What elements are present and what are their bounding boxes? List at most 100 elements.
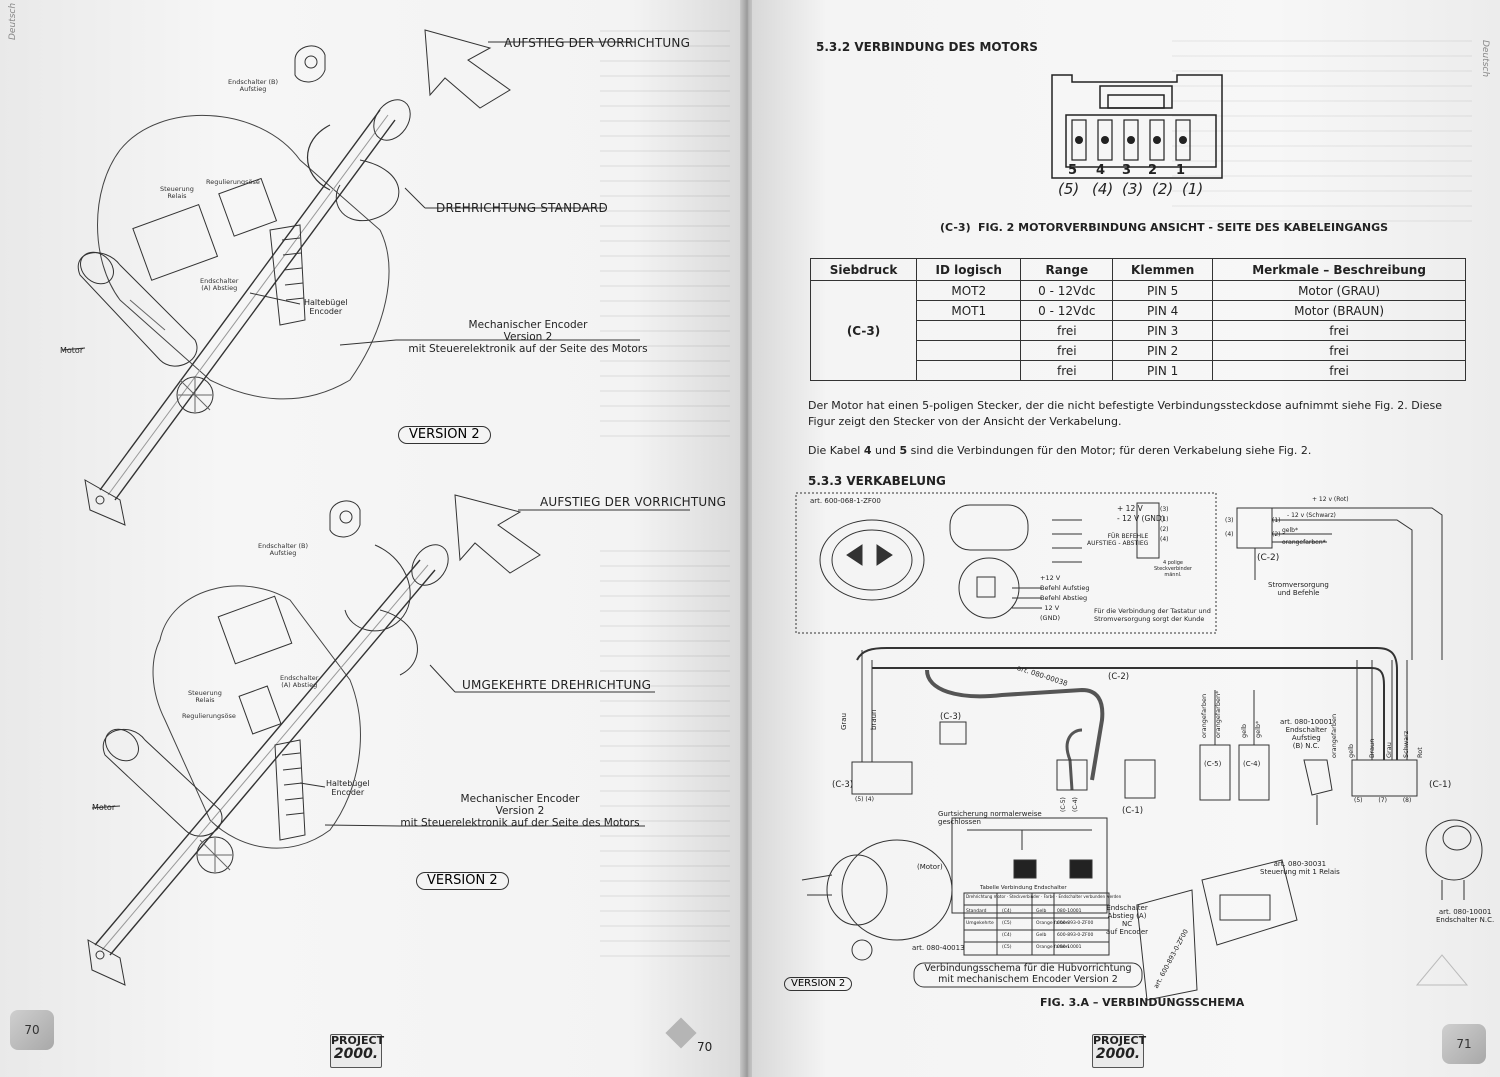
label-motor: Motor [92, 803, 116, 812]
label-wire-orange-star: orangefarben* [1214, 690, 1222, 738]
label-wire-gelb: gelb* [1282, 527, 1298, 534]
paragraph-motor-cables: Die Kabel 4 und 5 sind die Verbindungen … [808, 444, 1312, 457]
label-wire-braun: Braun [1368, 738, 1376, 758]
label-keypad-article: art. 600-068-1-ZF00 [810, 497, 881, 505]
label-wire-orange: orangefarben [1200, 693, 1208, 738]
label-c2-pins-left: (3) (4) [1225, 517, 1234, 538]
version-badge: VERSION 2 [784, 977, 853, 991]
label-wire-rot: Rot [1416, 747, 1424, 758]
mini-table-col2: (C4) (C5) (C4) (C5) [1002, 909, 1012, 950]
project-2000-logo: PROJECT 2000. [1092, 1034, 1146, 1068]
label-c1-mid: (C-1) [1122, 806, 1144, 816]
mini-table-col1: Standard Umgekehrte [966, 909, 994, 926]
label-supply-pins: (3) (1) (2) (4) [1160, 506, 1169, 543]
label-aufstieg-vorrichtung: AUFSTIEG DER VORRICHTUNG [540, 495, 727, 509]
column-header: Klemmen [1112, 258, 1214, 281]
paragraph-motor-connector: Der Motor hat einen 5-poligen Stecker, d… [808, 399, 1442, 428]
mini-table-col4: 080-10001 600-893-0-ZF00 600-893-0-ZF00 … [1057, 909, 1094, 950]
label-wire-grau: Grau [840, 712, 848, 730]
label-endschalter-a: Endschalter (A) Abstieg [280, 674, 319, 689]
pin-label: 3 [1122, 163, 1132, 178]
bleed-through-text [600, 30, 730, 450]
label-steuerung-relais: Steuerung Relais [160, 185, 194, 200]
pin-label: 4 [1096, 163, 1106, 178]
label-wire-gelb: gelb [1240, 723, 1248, 738]
figure-caption: FIG. 3.A – VERBINDUNGSSCHEMA [1040, 996, 1245, 1009]
table-row: frei PIN 3 frei [811, 320, 1466, 341]
label-endschalter-b: Endschalter (B) Aufstieg [228, 78, 279, 93]
section-heading-532: 5.3.2 VERBINDUNG DES MOTORS [816, 40, 1038, 54]
table-cell: frei [1020, 320, 1114, 341]
label-stromversorgung: Stromversorgung und Befehle [1268, 581, 1329, 597]
label-wire-rot: + 12 v (Rot) [1312, 496, 1349, 503]
pin-paren-label: (4) [1092, 180, 1114, 198]
label-mechanischer-encoder: Mechanischer Encoder Version 2 mit Steue… [408, 319, 648, 355]
label-wire-schwarz: Schwarz [1402, 730, 1410, 758]
label-haltebuegel: Haltebügel Encoder [304, 298, 348, 316]
mini-table-headers: Drehrichtung motor · Steckverbinder · Fa… [966, 894, 1122, 899]
label-motor: Motor [60, 346, 84, 355]
label-drehrichtung-standard: DREHRICHTUNG STANDARD [436, 201, 608, 215]
label-wire-gelb-star: gelb* [1254, 720, 1262, 738]
label-regulierungsoese: Regulierungsöse [182, 712, 236, 720]
label-wire-braun: braun [870, 709, 878, 730]
page-number-badge: 70 [10, 1010, 54, 1050]
pin-label: 1 [1176, 163, 1186, 178]
table-cell: frei [1212, 360, 1466, 381]
pin-label: 2 [1148, 163, 1158, 178]
table-cell: frei [1020, 340, 1114, 361]
label-c2-mid: (C-2) [1108, 672, 1130, 682]
label-steuerung-relais: Steuerung Relais [188, 689, 222, 704]
table-cell: MOT1 [916, 300, 1022, 321]
table-cell: Motor (BRAUN) [1212, 300, 1466, 321]
label-regulierungsoese: Regulierungsöse [206, 178, 260, 186]
table-cell: PIN 5 [1112, 280, 1214, 301]
motor-connection-table: Siebdruck ID logisch Range Klemmen Merkm… [809, 258, 1466, 381]
label-befehle: FÜR BEFEHLE AUFSTIEG - ABSTIEG [1087, 533, 1149, 547]
section-heading-533: 5.3.3 VERKABELUNG [808, 474, 946, 488]
pin-label: 5 [1068, 163, 1078, 178]
label-c4-box: (C-4) [1243, 760, 1261, 768]
label-encoder-article: art. 080-40013 [912, 944, 965, 952]
wiring-diagram [795, 492, 1483, 1001]
pin-paren-label: (2) [1152, 180, 1174, 198]
column-header: Merkmale – Beschreibung [1212, 258, 1466, 281]
label-c1-pins: (5) (7) (8) [1354, 797, 1412, 804]
mini-table-col3: Gelb Orange farben Gelb Orange farben [1036, 909, 1069, 950]
table-row: (C-3) MOT2 0 - 12Vdc PIN 5 Motor (GRAU) [809, 280, 1466, 381]
table-cell: PIN 1 [1112, 360, 1214, 381]
table-cell [916, 360, 1022, 381]
label-wire-orange: orangefarben [1330, 713, 1338, 758]
label-wire-orange: orangefarben* [1282, 539, 1326, 546]
label-endschalter-a: Endschalter (A) Abstieg [200, 277, 239, 292]
table-cell-siebdruck: (C-3) [809, 280, 918, 381]
label-c2: (C-2) [1257, 553, 1280, 563]
pin-paren-label: (3) [1122, 180, 1144, 198]
label-kunde-note: Für die Verbindung der Tastatur und Stro… [1094, 607, 1211, 623]
table-header-row: Siebdruck ID logisch Range Klemmen Merkm… [809, 258, 1466, 281]
footer-page-number: 70 [697, 1040, 713, 1054]
label-endschalter-a-encoder: Endschalter Abstieg (A) NC auf Encoder [1106, 904, 1149, 936]
label-umgekehrte-drehrichtung: UMGEKEHRTE DREHRICHTUNG [462, 678, 652, 692]
label-keypad-signals: +12 V Befehl Aufstieg Befehl Abstieg - 1… [1040, 574, 1090, 622]
pin-paren-label: (5) [1058, 180, 1080, 198]
label-c3: (C-3) [940, 712, 962, 722]
table-cell: frei [1212, 320, 1466, 341]
label-c3-bottom: (C-3) [832, 780, 854, 790]
label-c2-pins-right: (1) (2) [1272, 517, 1281, 538]
left-page: Deutsch [0, 0, 745, 1077]
column-header: ID logisch [916, 258, 1022, 281]
table-cell: 0 - 12Vdc [1020, 280, 1114, 301]
page-number-badge: 71 [1442, 1024, 1486, 1064]
schema-caption: Verbindungsschema für die Hubvorrichtung… [924, 963, 1132, 985]
label-endschalter-b: Endschalter (B) Aufstieg [258, 542, 309, 557]
table-row: frei PIN 1 frei [811, 360, 1466, 381]
label-gurtsicherung: Gurtsicherung normalerweise geschlossen [938, 810, 1042, 826]
label-c3-pins: (5) (4) [855, 796, 874, 803]
version-badge: VERSION 2 [398, 426, 491, 444]
bleed-through-text [600, 550, 730, 970]
label-c5-vertical: (C-5) [1060, 797, 1067, 812]
label-endschalter-nc: art. 080-10001 Endschalter N.C. [1436, 908, 1495, 924]
label-wire-schwarz: - 12 v (Schwarz) [1287, 512, 1336, 519]
label-haltebuegel: Haltebügel Encoder [326, 779, 370, 797]
